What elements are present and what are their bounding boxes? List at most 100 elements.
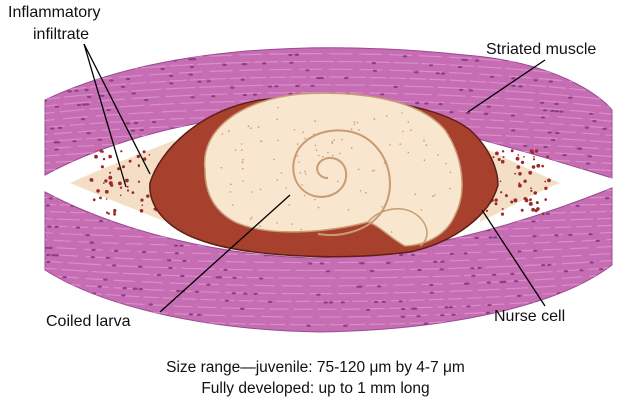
muscle-nucleus xyxy=(292,38,296,40)
larva-speckle xyxy=(450,172,452,174)
larva-speckle xyxy=(273,159,275,161)
infiltrate-cell xyxy=(99,197,102,200)
infiltrate-cell xyxy=(102,151,104,153)
muscle-nucleus xyxy=(165,52,169,54)
larva-speckle xyxy=(421,209,423,211)
muscle-nucleus xyxy=(106,257,110,259)
muscle-nucleus xyxy=(500,281,504,283)
larva-speckle xyxy=(399,143,401,145)
muscle-nucleus xyxy=(283,332,287,334)
larva-speckle xyxy=(339,153,341,155)
muscle-nucleus xyxy=(307,325,311,327)
larva-speckle xyxy=(373,170,375,172)
larva-speckle xyxy=(384,162,386,164)
muscle-nucleus xyxy=(200,27,204,29)
infiltrate-cell xyxy=(536,201,539,204)
muscle-nucleus xyxy=(487,304,491,306)
infiltrate-cell xyxy=(138,181,140,183)
infiltrate-cell xyxy=(127,186,129,188)
infiltrate-cell xyxy=(108,176,112,180)
larva-speckle xyxy=(304,171,306,173)
muscle-nucleus xyxy=(482,222,486,224)
muscle-nucleus xyxy=(190,66,194,68)
larva-speckle xyxy=(389,144,391,146)
muscle-nucleus xyxy=(222,64,226,66)
muscle-nucleus xyxy=(192,58,196,60)
muscle-nucleus xyxy=(68,90,72,92)
infiltrate-cell xyxy=(120,187,122,189)
muscle-nucleus xyxy=(174,245,178,247)
muscle-nucleus xyxy=(52,85,56,87)
larva-speckle xyxy=(424,159,426,161)
infiltrate-cell xyxy=(109,172,111,174)
muscle-nucleus xyxy=(113,160,117,162)
muscle-nucleus xyxy=(407,48,411,50)
larva-speckle xyxy=(259,226,261,228)
infiltrate-cell xyxy=(531,208,535,212)
larva-speckle xyxy=(250,127,252,129)
muscle-nucleus xyxy=(541,116,545,118)
muscle-nucleus xyxy=(126,78,130,80)
muscle-nucleus xyxy=(138,40,142,42)
muscle-nucleus xyxy=(449,306,453,308)
muscle-nucleus xyxy=(440,314,444,316)
infiltrate-cell xyxy=(530,190,532,192)
muscle-nucleus xyxy=(438,103,442,105)
muscle-nucleus xyxy=(359,262,363,264)
muscle-nucleus xyxy=(511,114,515,116)
larva-speckle xyxy=(426,144,428,146)
infiltrate-cell xyxy=(528,171,532,175)
muscle-nucleus xyxy=(189,74,193,76)
muscle-nucleus xyxy=(161,334,165,336)
muscle-nucleus xyxy=(322,22,326,24)
muscle-nucleus xyxy=(39,268,43,270)
muscle-nucleus xyxy=(91,249,95,251)
muscle-nucleus xyxy=(121,294,125,296)
infiltrate-cell xyxy=(514,173,516,175)
muscle-nucleus xyxy=(232,277,236,279)
muscle-nucleus xyxy=(401,316,405,318)
muscle-nucleus xyxy=(283,348,287,350)
muscle-nucleus xyxy=(599,303,603,305)
muscle-nucleus xyxy=(579,269,583,271)
muscle-nucleus xyxy=(189,313,193,315)
infiltrate-cell xyxy=(106,198,108,200)
muscle-nucleus xyxy=(489,236,493,238)
muscle-nucleus xyxy=(92,307,96,309)
infiltrate-cell xyxy=(535,209,538,212)
infiltrate-cell xyxy=(500,191,502,193)
muscle-nucleus xyxy=(550,110,554,112)
muscle-nucleus xyxy=(564,270,568,272)
infiltrate-cell xyxy=(510,201,513,204)
muscle-nucleus xyxy=(211,95,215,97)
infiltrate-cell xyxy=(518,184,522,188)
muscle-nucleus xyxy=(84,89,88,91)
muscle-nucleus xyxy=(55,106,59,108)
larva-speckle xyxy=(374,118,376,120)
larva-speckle xyxy=(408,152,410,154)
muscle-nucleus xyxy=(241,339,245,341)
infiltrate-cell xyxy=(516,165,520,169)
muscle-nucleus xyxy=(493,236,497,238)
muscle-nucleus xyxy=(368,348,372,350)
muscle-nucleus xyxy=(259,277,263,279)
muscle-nucleus xyxy=(87,96,91,98)
muscle-nucleus xyxy=(243,63,247,65)
infiltrate-cell xyxy=(140,209,144,213)
muscle-nucleus xyxy=(237,40,241,42)
infiltrate-cell xyxy=(501,213,504,216)
muscle-nucleus xyxy=(195,291,199,293)
larva-speckle xyxy=(382,210,384,212)
muscle-nucleus xyxy=(413,338,417,340)
muscle-nucleus xyxy=(268,301,272,303)
muscle-nucleus xyxy=(106,109,110,111)
muscle-nucleus xyxy=(596,240,600,242)
muscle-nucleus xyxy=(469,229,473,231)
muscle-nucleus xyxy=(91,256,95,258)
larva-speckle xyxy=(423,140,425,142)
muscle-nucleus xyxy=(357,31,361,33)
muscle-nucleus xyxy=(518,85,522,87)
infiltrate-cell xyxy=(544,198,547,201)
muscle-nucleus xyxy=(511,85,515,87)
infiltrate-cell xyxy=(138,165,140,167)
